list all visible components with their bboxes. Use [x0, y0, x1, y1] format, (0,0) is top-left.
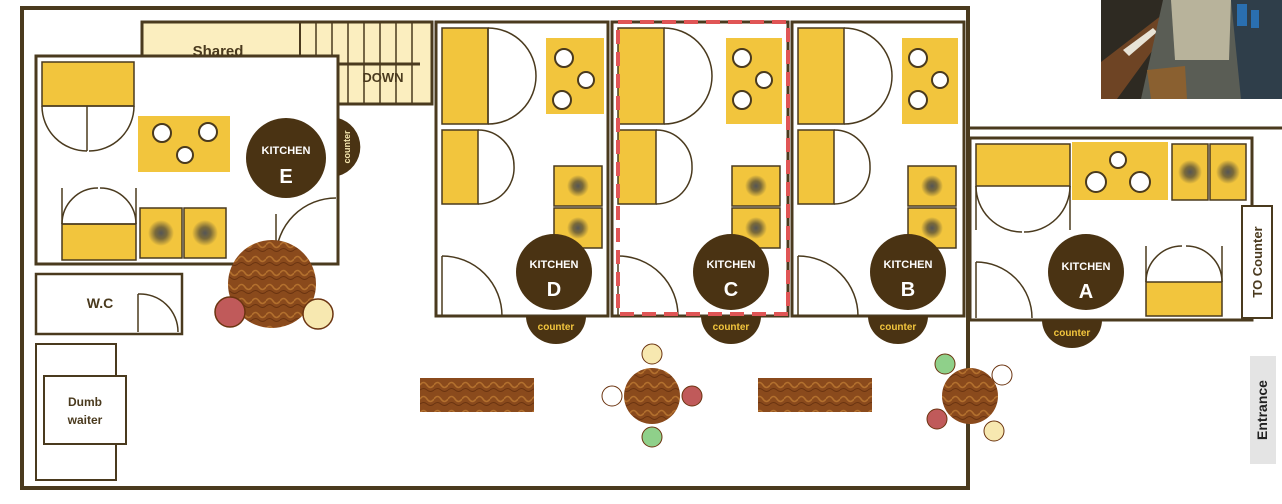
kitchen-d-word: KITCHEN [530, 259, 579, 271]
kitchen-a-counter: counter [1054, 328, 1091, 339]
kitchen-a-room: KITCHEN A counter [968, 136, 1254, 348]
kitchen-b-letter: B [901, 279, 915, 301]
dumb-waiter-label-1: Dumb [68, 395, 102, 409]
kitchen-c-highlight [616, 20, 790, 316]
kitchen-a-word: KITCHEN [1062, 261, 1111, 273]
to-counter-sign: TO Counter [1241, 205, 1273, 319]
kitchen-d-counter: counter [538, 322, 575, 333]
kitchen-d-letter: D [547, 279, 561, 301]
kitchen-c-letter: C [724, 279, 738, 301]
kitchen-e-counter: counter [342, 130, 352, 164]
stairs-label: DOWN [362, 70, 403, 85]
kitchen-a-letter: A [1079, 281, 1093, 303]
to-counter-label: TO Counter [1250, 226, 1265, 297]
dining-area [214, 240, 1013, 448]
kitchen-c-word: KITCHEN [707, 259, 756, 271]
corridor-photo [1101, 0, 1282, 99]
entrance-label: Entrance [1254, 380, 1270, 440]
wc-room: W.C [34, 272, 184, 336]
kitchen-e-room: KITCHEN E counter [34, 54, 361, 266]
kitchen-e-letter: E [279, 166, 292, 188]
kitchen-b-word: KITCHEN [884, 259, 933, 271]
kitchen-b-counter: counter [880, 322, 917, 333]
kitchen-d-room: KITCHEN D counter [434, 20, 610, 344]
wc-label: W.C [87, 295, 113, 311]
entrance-sign: Entrance [1250, 356, 1276, 464]
outer-wall [20, 6, 970, 490]
kitchen-b-room: KITCHEN B counter [790, 20, 966, 344]
dumb-waiter-label-2: waiter [67, 413, 103, 427]
kitchen-c-counter: counter [713, 322, 750, 333]
kitchen-c-room: KITCHEN C counter [610, 20, 790, 344]
kitchen-e-word: KITCHEN [262, 145, 311, 157]
dumb-waiter: Dumb waiter [35, 343, 127, 481]
